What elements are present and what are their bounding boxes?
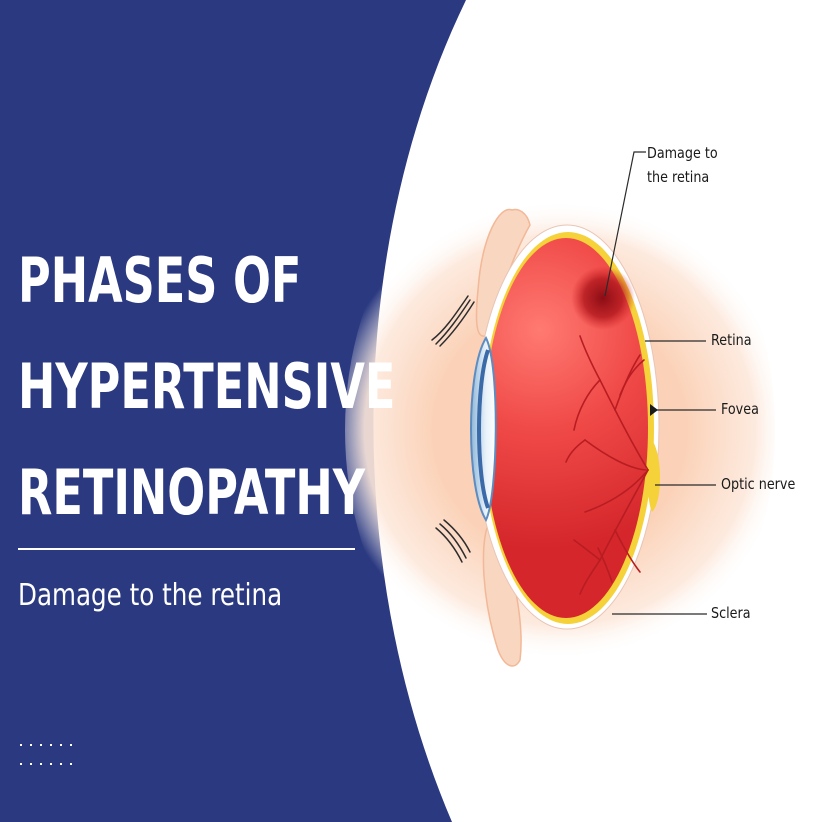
fovea-marker (650, 404, 658, 416)
eyeball (484, 238, 648, 618)
iris (477, 349, 490, 509)
title-divider (18, 548, 355, 550)
label-damage-to-retina: Damage to the retina (647, 144, 718, 186)
label-optic-nerve: Optic nerve (721, 475, 796, 493)
page-title: PHASES OF HYPERTENSIVE RETINOPATHY (18, 228, 396, 546)
subtitle: Damage to the retina (18, 578, 283, 613)
hemorrhage-spot (571, 266, 635, 330)
label-fovea: Fovea (721, 400, 759, 418)
title-line-3: RETINOPATHY (18, 456, 366, 529)
cornea (470, 335, 497, 523)
leader-damage (604, 151, 646, 297)
title-line-2: HYPERTENSIVE (18, 350, 396, 423)
label-sclera: Sclera (711, 604, 751, 622)
blood-vessels (565, 335, 649, 595)
dot-pattern (20, 744, 72, 772)
label-retina: Retina (711, 331, 752, 349)
optic-nerve-head (647, 438, 661, 512)
leader-lines (604, 151, 716, 615)
title-panel (0, 0, 466, 822)
title-line-1: PHASES OF (18, 244, 302, 317)
eyelashes (431, 295, 475, 563)
